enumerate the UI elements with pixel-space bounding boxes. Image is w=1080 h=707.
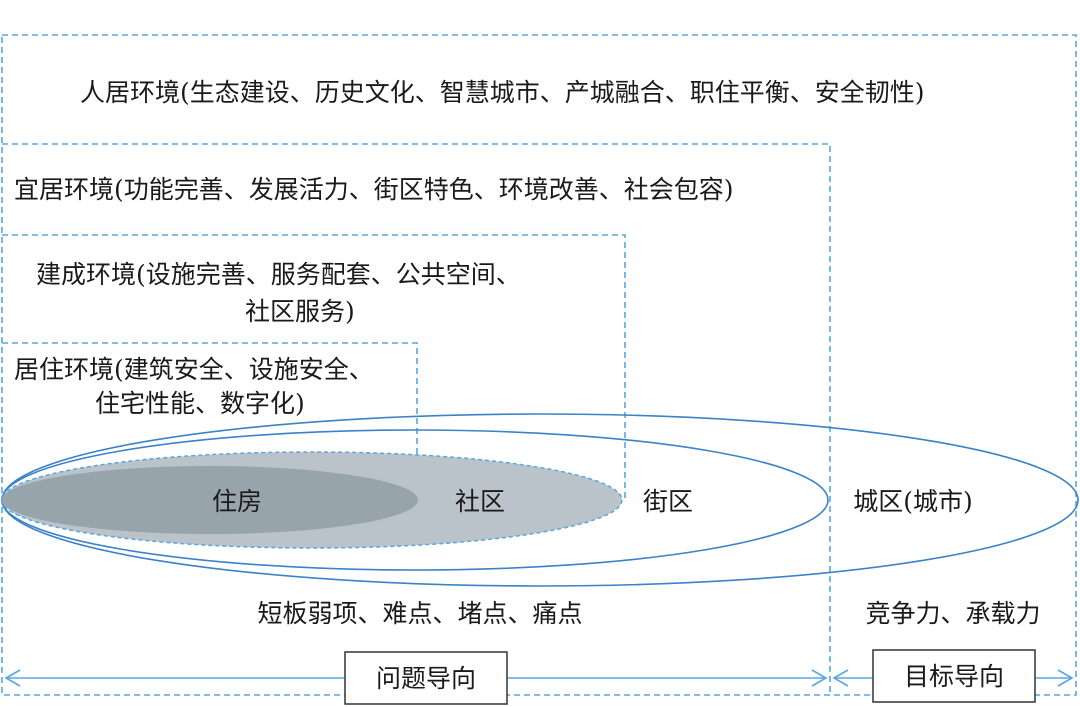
problems-text: 短板弱项、难点、堵点、痛点 — [257, 599, 582, 628]
juzhu-environment-label-line1: 居住环境(建筑安全、设施安全、 — [14, 355, 374, 384]
goal-oriented-label: 目标导向 — [904, 662, 1004, 691]
shequ-label: 社区 — [455, 487, 505, 516]
renju-environment-label: 人居环境(生态建设、历史文化、智慧城市、产城融合、职住平衡、安全韧性) — [80, 78, 925, 107]
problem-arrow-right-head — [811, 669, 828, 687]
renju-environment-boundary — [1, 34, 1077, 696]
targets-text: 竞争力、承载力 — [865, 599, 1040, 628]
goal-oriented-box — [872, 649, 1036, 703]
zhufang-label: 住房 — [212, 487, 262, 516]
zhufang-ellipse — [2, 466, 418, 534]
jiancheng-environment-boundary — [2, 234, 626, 500]
problem-oriented-label: 问题导向 — [376, 664, 476, 693]
problem-arrow-left-head — [4, 669, 21, 687]
goal-arrow-left-head — [832, 669, 849, 687]
juzhu-environment-label-line2: 住宅性能、数字化) — [95, 389, 305, 418]
jiancheng-environment-label-line1: 建成环境(设施完善、服务配套、公共空间、 — [36, 260, 521, 289]
juzhu-environment-boundary — [2, 342, 418, 500]
goal-arrow-right-head — [1057, 669, 1074, 687]
yiju-environment-boundary — [2, 143, 831, 695]
problem-oriented-box — [344, 651, 508, 705]
chengqu-label: 城区(城市) — [853, 487, 973, 516]
jiancheng-environment-label-line2: 社区服务) — [245, 297, 355, 326]
jiequ-label: 街区 — [643, 487, 693, 516]
yiju-environment-label: 宜居环境(功能完善、发展活力、街区特色、环境改善、社会包容) — [14, 175, 734, 204]
